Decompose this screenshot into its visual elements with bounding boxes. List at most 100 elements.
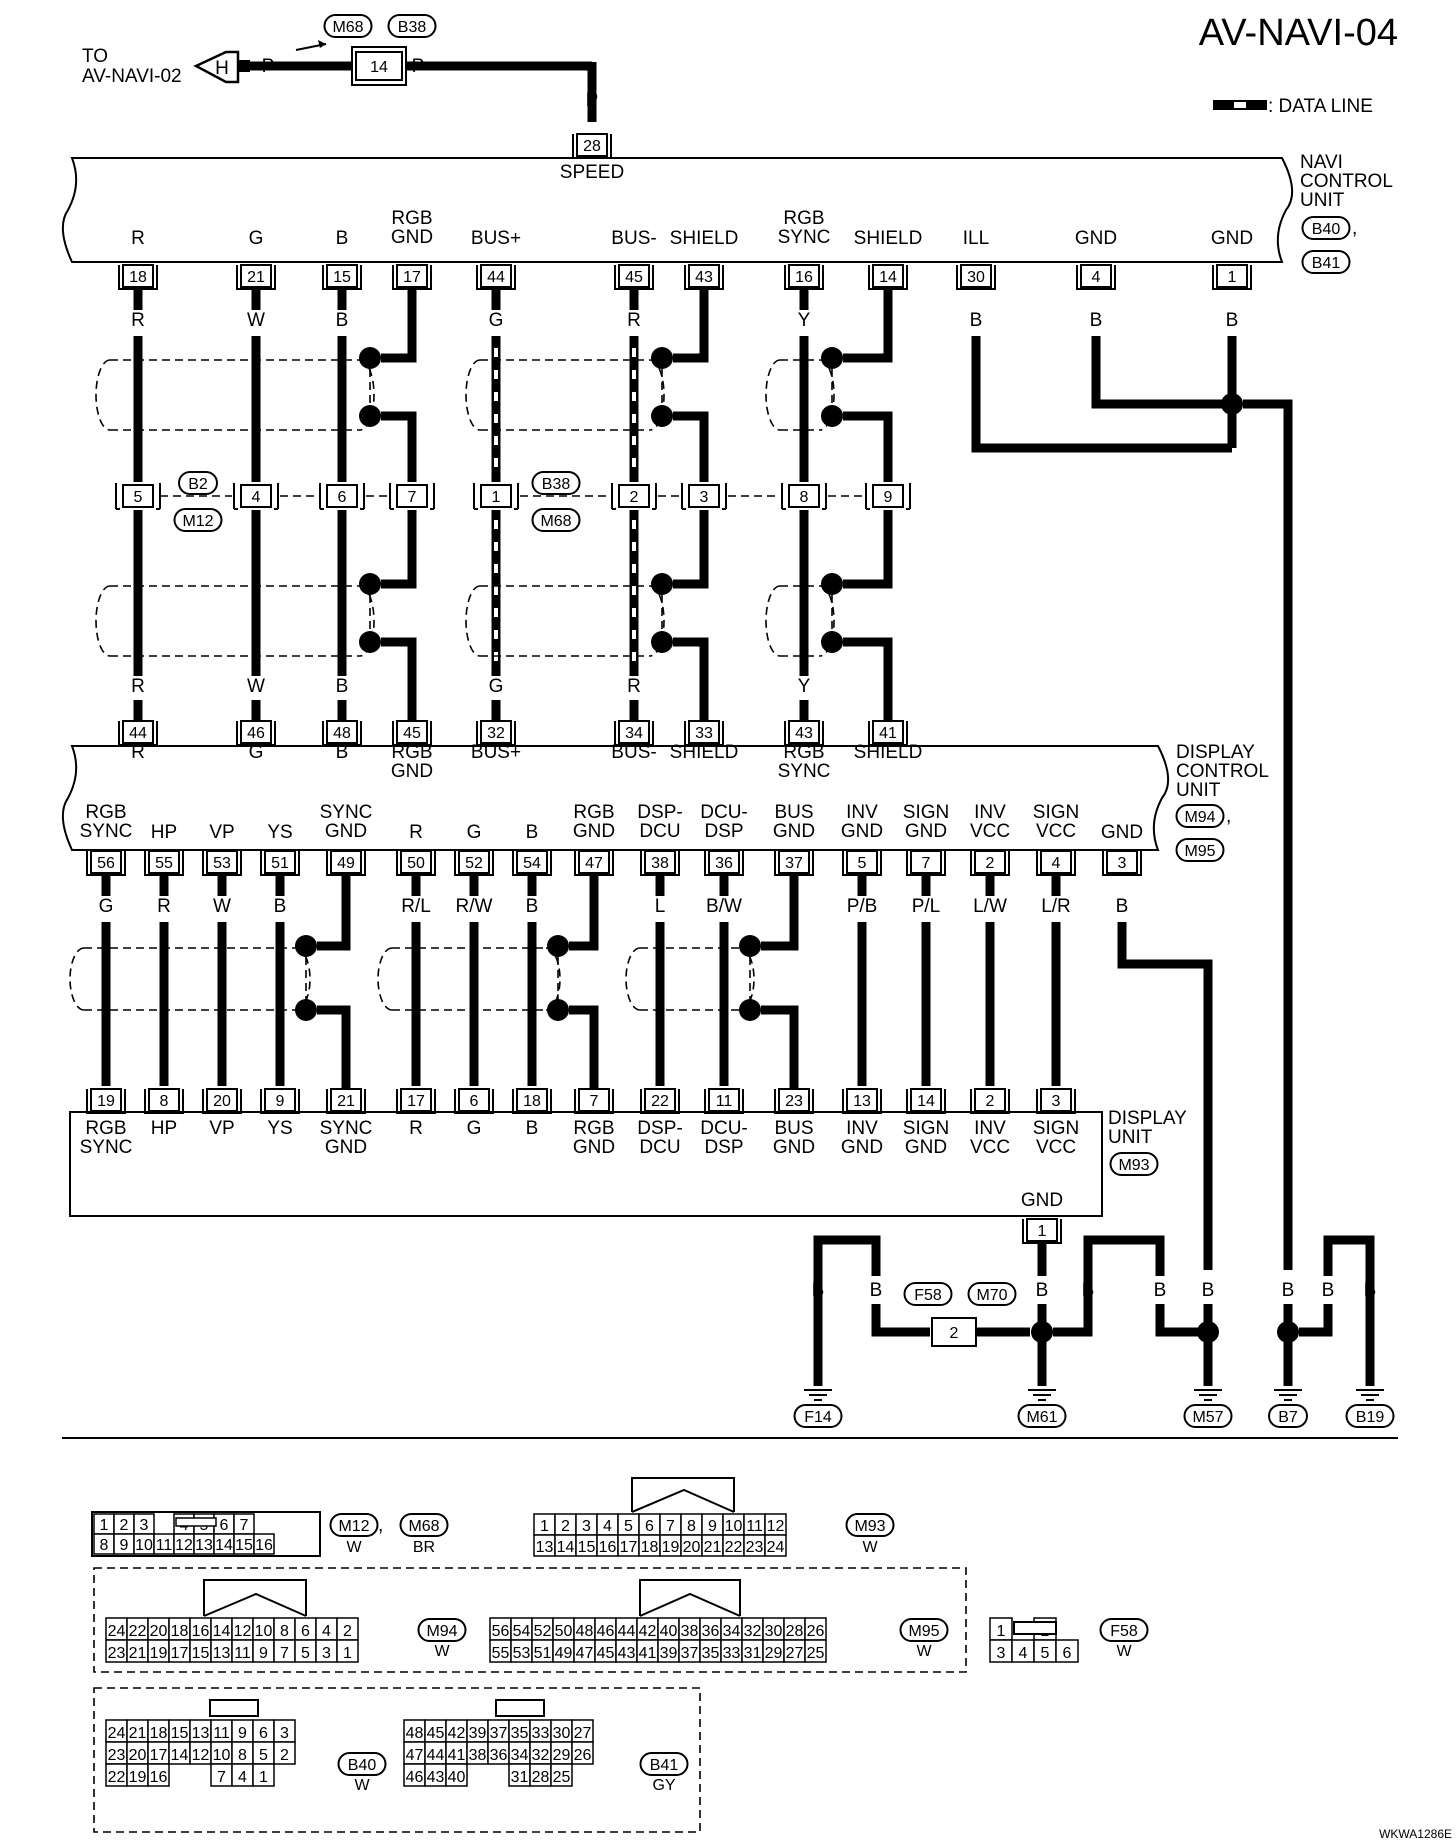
speed-wire-color: P xyxy=(412,56,425,77)
display-unit-pin-label: YS xyxy=(267,1118,292,1139)
dcu-pin-number: 54 xyxy=(523,855,541,872)
display-control-pin-label: BUS+ xyxy=(471,742,521,763)
sep: , xyxy=(1226,806,1231,827)
inline-conn-ref-m70 xyxy=(967,1282,1017,1306)
ground-wire xyxy=(1323,1235,1375,1386)
wire-color: W xyxy=(213,896,231,917)
wire-color: L xyxy=(655,896,666,917)
face-m94-pin: 3 xyxy=(322,1645,331,1662)
face-m93-color: W xyxy=(862,1539,878,1556)
wire-color: G xyxy=(489,310,504,331)
navi-unit-conn-b40 xyxy=(1301,216,1351,240)
dcu-pin-label: RGB xyxy=(85,802,126,823)
shield-splice xyxy=(821,347,843,369)
pin-frame xyxy=(118,721,158,746)
display-unit-pin-label: BUS xyxy=(774,1118,813,1139)
face-b40-pin: 4 xyxy=(238,1769,247,1786)
ground-wire-color: B xyxy=(1364,1280,1377,1301)
pin-frame xyxy=(1076,265,1116,290)
face-m93-pin: 2 xyxy=(561,1518,570,1535)
display-control-pin xyxy=(480,720,512,744)
dcu-pin-label: INV xyxy=(846,802,878,823)
joint-pin-number: 8 xyxy=(800,489,809,506)
navi-pin-label: SYNC xyxy=(778,227,831,248)
display-unit-pin-number: 8 xyxy=(160,1093,169,1110)
shield-drain-wire xyxy=(317,1005,351,1088)
face-f58-cell xyxy=(1055,1639,1079,1663)
dcu-pin xyxy=(400,850,432,874)
pin-frame xyxy=(144,1089,184,1114)
face-b41-pin: 28 xyxy=(532,1769,550,1786)
dcu-pin-label: GND xyxy=(1101,822,1143,843)
display-unit-pin-number: 14 xyxy=(917,1093,935,1110)
speed-wire-color: P xyxy=(586,90,599,111)
face-m94-name xyxy=(417,1618,467,1642)
navi-pin xyxy=(788,264,820,288)
face-b41-name-label: B41 xyxy=(650,1757,679,1774)
face-m95-color: W xyxy=(916,1643,932,1660)
display-control-pin-label: G xyxy=(249,742,264,763)
face-b40-name xyxy=(337,1752,387,1776)
pin-frame xyxy=(512,1089,552,1114)
display-unit-pin-label: INV xyxy=(974,1118,1006,1139)
pin-frame xyxy=(774,1089,814,1114)
dcu-pin xyxy=(1106,850,1138,874)
ground-wire-color: B xyxy=(812,1280,825,1301)
navi-pin xyxy=(396,264,428,288)
joint-frame xyxy=(389,483,435,510)
navi-ground-pin-number: 1 xyxy=(1228,269,1237,286)
wire-color: P/L xyxy=(912,896,941,917)
dcu-pin-number: 38 xyxy=(651,855,669,872)
dcu-pin-number: 2 xyxy=(986,855,995,872)
to-ref-line1: TO xyxy=(82,46,108,67)
connector-ref-m68-label: M68 xyxy=(332,19,363,36)
navi-pin xyxy=(688,264,720,288)
pin-frame xyxy=(202,1089,242,1114)
face-b40-pin: 5 xyxy=(259,1747,268,1764)
display-control-pin-number: 43 xyxy=(795,725,813,742)
joint-pin-box xyxy=(396,484,428,508)
face-m68-name xyxy=(399,1513,449,1537)
connector-ref-b38 xyxy=(387,14,437,38)
face-b40-pin: 20 xyxy=(129,1747,147,1764)
face-m94-pin: 5 xyxy=(301,1645,310,1662)
face-m93-pin: 7 xyxy=(666,1518,675,1535)
face-b40-pin: 10 xyxy=(213,1747,231,1764)
display-control-pin-number: 45 xyxy=(403,725,421,742)
data-line-mark xyxy=(632,392,636,401)
shield-splice xyxy=(547,935,569,957)
connector-14-pin: 14 xyxy=(370,59,388,76)
joint-ref-m68 xyxy=(531,508,581,532)
display-unit-conn-m93 xyxy=(1109,1152,1159,1176)
data-line-mark xyxy=(494,520,498,529)
ground-wire-color: B xyxy=(1322,1280,1335,1301)
face-b41-color: GY xyxy=(652,1777,675,1794)
display-control-pin xyxy=(688,720,720,744)
data-line-mark xyxy=(632,520,636,529)
display-unit-pin-label: GND xyxy=(841,1137,883,1158)
pin-frame xyxy=(322,721,362,746)
navi-ground-label: ILL xyxy=(963,228,989,249)
navi-pin-number: 45 xyxy=(625,269,643,286)
navi-ground-wire-color: B xyxy=(1090,310,1103,331)
dcu-pin-label: GND xyxy=(905,821,947,842)
shield-ellipse xyxy=(765,585,835,657)
face-b40-cell xyxy=(147,1763,170,1787)
display-control-pin-label: GND xyxy=(391,761,433,782)
face-m93-pin: 9 xyxy=(708,1518,717,1535)
display-unit-pin-number: 20 xyxy=(213,1093,231,1110)
display-control-title: DISPLAY xyxy=(1176,742,1255,763)
pin-frame xyxy=(1036,851,1076,876)
face-b40-pin: 6 xyxy=(259,1725,268,1742)
navi-ground-wire xyxy=(1243,399,1293,1270)
dcu-pin xyxy=(516,850,548,874)
ground-point-M57 xyxy=(1183,1404,1233,1428)
face-f58-pin: 5 xyxy=(1041,1645,1050,1662)
display-unit-pin-label: DCU xyxy=(639,1137,680,1158)
face-m94-cell xyxy=(336,1639,359,1663)
face-m95-cell xyxy=(804,1639,827,1663)
shield-splice xyxy=(651,573,673,595)
display-unit-pin-label: GND xyxy=(773,1137,815,1158)
face-m93-pin: 13 xyxy=(536,1539,554,1556)
navi-unit-conn-b40-label: B40 xyxy=(1312,221,1341,238)
